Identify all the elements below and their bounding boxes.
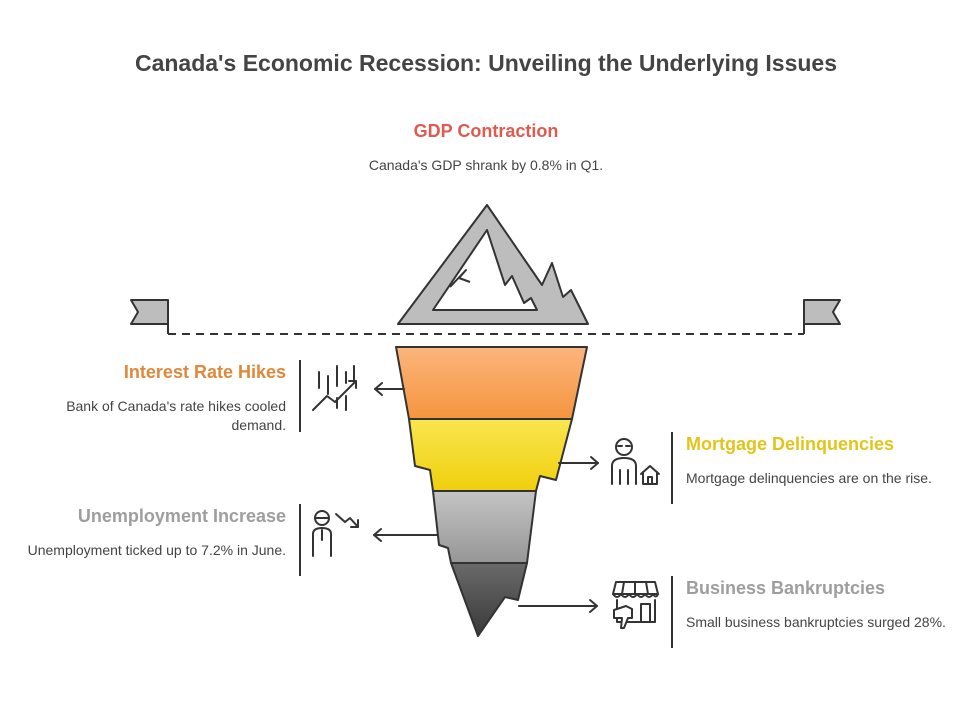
interest-rate-arrow bbox=[374, 382, 405, 396]
person-house-icon bbox=[611, 438, 660, 485]
unemployment-description: Unemployment ticked up to 7.2% in June. bbox=[27, 542, 286, 558]
bankruptcies-arrow bbox=[518, 599, 598, 613]
bankruptcies-title: Business Bankruptcies bbox=[686, 578, 886, 598]
mortgage-title: Mortgage Delinquencies bbox=[686, 434, 895, 454]
bankruptcies-label: Business Bankruptcies Small business ban… bbox=[686, 578, 946, 632]
right-flag-icon bbox=[803, 299, 841, 325]
store-thumbs-down-icon bbox=[612, 581, 659, 629]
unemployment-arrow bbox=[373, 528, 438, 542]
unemployment-title: Unemployment Increase bbox=[77, 506, 286, 526]
mortgage-description: Mortgage delinquencies are on the rise. bbox=[686, 470, 932, 486]
interest-rate-title: Interest Rate Hikes bbox=[123, 362, 286, 382]
gdp-contraction-title: GDP Contraction bbox=[413, 121, 559, 141]
diagram-title: Canada's Economic Recession: Unveiling t… bbox=[134, 50, 838, 76]
interest-rate-label: Interest Rate Hikes Bank of Canada's rat… bbox=[26, 362, 286, 435]
layer-bankruptcies bbox=[450, 562, 528, 637]
mountain-peak-icon bbox=[397, 204, 589, 325]
person-down-trend-icon bbox=[312, 510, 359, 557]
layer-unemployment bbox=[432, 490, 537, 564]
mortgage-arrow bbox=[558, 456, 599, 470]
rising-chart-icon bbox=[312, 365, 357, 411]
layer-interest-rate bbox=[395, 346, 588, 420]
left-flag-icon bbox=[130, 299, 169, 325]
unemployment-label: Unemployment Increase Unemployment ticke… bbox=[26, 506, 286, 560]
bankruptcies-description: Small business bankruptcies surged 28%. bbox=[686, 614, 946, 630]
interest-rate-description: Bank of Canada's rate hikes cooled deman… bbox=[66, 398, 286, 433]
mortgage-label: Mortgage Delinquencies Mortgage delinque… bbox=[686, 434, 946, 488]
layer-mortgage bbox=[408, 418, 573, 492]
gdp-contraction-description: Canada's GDP shrank by 0.8% in Q1. bbox=[368, 157, 604, 173]
